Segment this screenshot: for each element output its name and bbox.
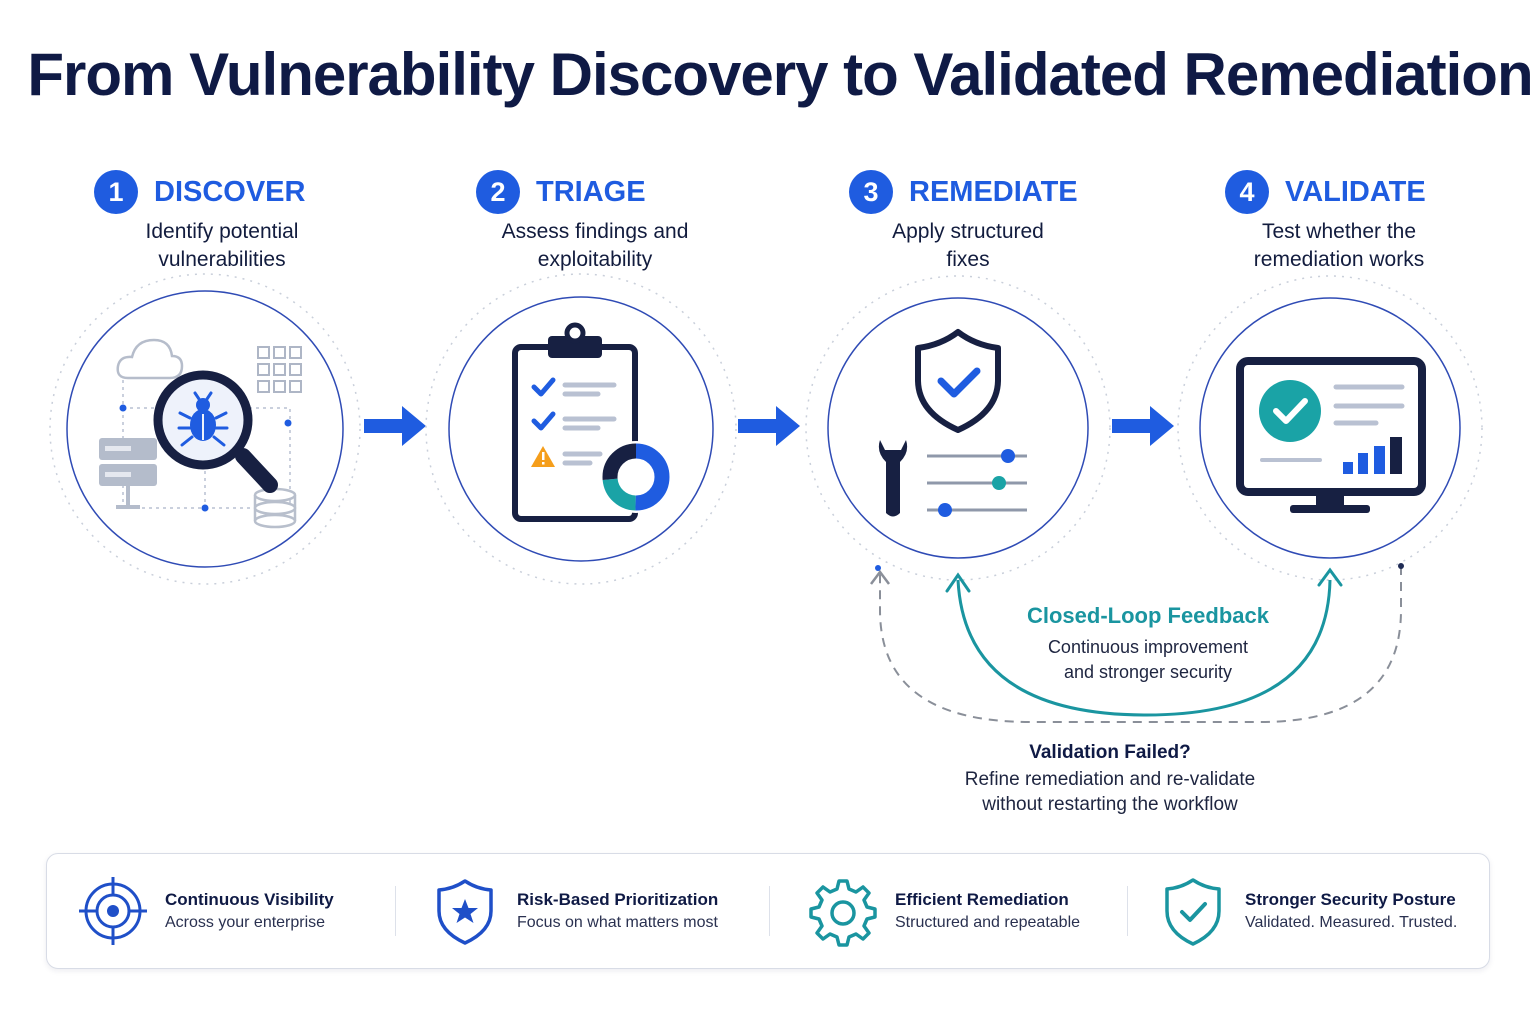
step-4-header: 4 VALIDATE [1225,170,1426,214]
step-1-number: 1 [94,170,138,214]
benefit-3-subtitle: Structured and repeatable [895,914,1081,931]
step-2-title: TRIAGE [536,175,646,208]
benefit-4-subtitle: Validated. Measured. Trusted. [1245,914,1458,931]
benefit-stronger-posture: Stronger Security Posture Validated. Mea… [1157,854,1457,968]
step-3-description: Apply structured fixes [818,218,1118,274]
benefit-1-title: Continuous Visibility [165,890,334,909]
page-title: From Vulnerability Discovery to Validate… [27,41,1533,108]
benefit-divider [769,886,770,936]
step-3-desc-line2: fixes [946,248,990,271]
benefit-risk-prioritization: Risk-Based Prioritization Focus on what … [429,854,718,968]
benefit-1-subtitle: Across your enterprise [165,914,326,931]
step-2-header: 2 TRIAGE [476,170,646,214]
benefit-divider [395,886,396,936]
step-2-description: Assess findings and exploitability [445,218,745,274]
closed-loop-title: Closed-Loop Feedback [1026,603,1270,628]
step-2-desc-line1: Assess findings and [501,220,689,243]
benefit-4-title: Stronger Security Posture [1245,890,1456,909]
validation-failed-path [870,563,1404,723]
step-4-description: Test whether the remediation works [1189,218,1489,274]
monitor-check-icon [1236,357,1426,513]
step-4-number: 4 [1225,170,1269,214]
step-1-description: Identify potential vulnerabilities [72,218,372,274]
benefit-divider [1127,886,1128,936]
benefit-continuous-visibility: Continuous Visibility Across your enterp… [77,854,334,968]
target-icon [77,875,149,947]
step-4-desc-line1: Test whether the [1261,220,1417,243]
step-1-desc-line1: Identify potential [145,220,299,243]
step-4-desc-line2: remediation works [1253,248,1425,271]
arrow-1-to-2 [364,406,426,446]
benefit-efficient-remediation: Efficient Remediation Structured and rep… [807,854,1080,968]
step-1-desc-line2: vulnerabilities [158,248,286,271]
closed-loop-desc-line2: and stronger security [1063,662,1233,682]
closed-loop-path [945,567,1343,717]
benefit-2-subtitle: Focus on what matters most [517,914,718,931]
gear-icon [807,875,879,947]
magnifier-bug-icon [99,338,302,529]
arrow-2-to-3 [738,406,800,446]
closed-loop-description: Continuous improvement and stronger secu… [998,635,1298,685]
validation-failed-title: Validation Failed? [1029,742,1191,763]
shield-check-icon [1157,875,1229,947]
step-1-header: 1 DISCOVER [94,170,305,214]
step-3-title: REMEDIATE [909,175,1078,208]
benefit-3-title: Efficient Remediation [895,890,1069,909]
workflow-diagram [49,273,1483,723]
step-2-number: 2 [476,170,520,214]
step-3-number: 3 [849,170,893,214]
validation-failed-desc-line1: Refine remediation and re-validate [964,769,1256,790]
step-3-desc-line1: Apply structured [892,220,1044,243]
benefits-panel: Continuous Visibility Across your enterp… [46,853,1490,969]
arrow-3-to-4 [1112,406,1174,446]
step-1-title: DISCOVER [154,175,306,208]
step-4-title: VALIDATE [1285,175,1426,208]
closed-loop-label: Closed-Loop Feedback Continuous improvem… [998,603,1298,685]
step-2-desc-line2: exploitability [537,248,653,271]
clipboard-checklist-icon [512,322,672,522]
shield-wrench-icon [878,329,1027,517]
shield-star-icon [429,875,501,947]
step-3-header: 3 REMEDIATE [849,170,1078,214]
benefit-2-title: Risk-Based Prioritization [517,890,719,909]
validation-failed-desc-line2: without restarting the workflow [982,794,1238,815]
closed-loop-desc-line1: Continuous improvement [1047,637,1249,657]
validation-failed-description: Refine remediation and re-validate witho… [860,767,1360,817]
